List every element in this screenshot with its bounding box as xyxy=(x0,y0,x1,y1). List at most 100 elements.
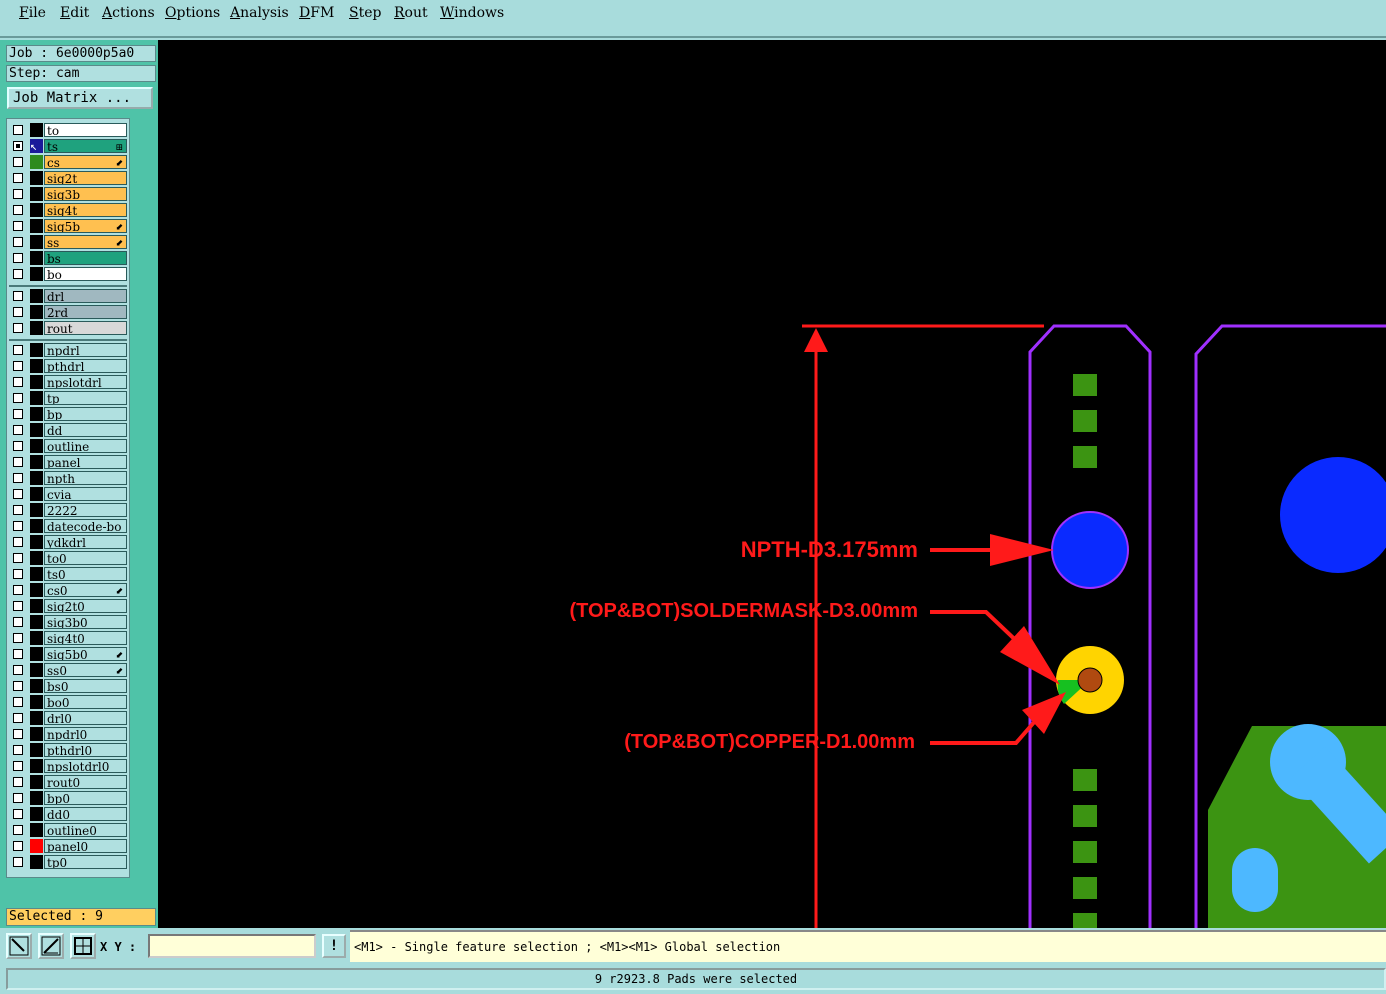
layer-color-swatch[interactable] xyxy=(30,251,43,265)
layer-checkbox[interactable] xyxy=(13,141,23,151)
layer-name[interactable]: drl0 xyxy=(44,711,127,725)
layer-row-npdrl[interactable]: npdrl xyxy=(10,343,130,357)
layer-color-swatch[interactable] xyxy=(30,455,43,469)
layer-row-ss[interactable]: ss⬋ xyxy=(10,235,130,249)
layer-color-swatch[interactable] xyxy=(30,343,43,357)
layer-color-swatch[interactable] xyxy=(30,631,43,645)
layer-row-sig3b[interactable]: sig3b xyxy=(10,187,130,201)
layer-row-rout[interactable]: rout xyxy=(10,321,130,335)
layer-checkbox[interactable] xyxy=(13,649,23,659)
layer-color-swatch[interactable] xyxy=(30,791,43,805)
menu-step[interactable]: Step xyxy=(349,5,382,21)
layer-checkbox[interactable] xyxy=(13,681,23,691)
work-layer-arrow-icon[interactable]: ↖ xyxy=(30,139,43,153)
layer-name[interactable]: dd xyxy=(44,423,127,437)
layer-name[interactable]: outline0 xyxy=(44,823,127,837)
layer-color-swatch[interactable] xyxy=(30,775,43,789)
layer-color-swatch[interactable] xyxy=(30,503,43,517)
layer-checkbox[interactable] xyxy=(13,809,23,819)
layer-checkbox[interactable] xyxy=(13,189,23,199)
layer-checkbox[interactable] xyxy=(13,777,23,787)
layer-name[interactable]: sig5b0⬋ xyxy=(44,647,127,661)
layer-row-bo0[interactable]: bo0 xyxy=(10,695,130,709)
layer-name[interactable]: ts⊞ xyxy=(44,139,127,153)
layer-row-sig3b0[interactable]: sig3b0 xyxy=(10,615,130,629)
layer-checkbox[interactable] xyxy=(13,269,23,279)
menu-file[interactable]: File xyxy=(19,5,46,21)
layer-checkbox[interactable] xyxy=(13,505,23,515)
layer-name[interactable]: sig3b0 xyxy=(44,615,127,629)
layer-row-bp0[interactable]: bp0 xyxy=(10,791,130,805)
layer-color-swatch[interactable] xyxy=(30,743,43,757)
grid-tool-button[interactable] xyxy=(70,933,96,959)
layer-name[interactable]: rout0 xyxy=(44,775,127,789)
layer-row-npslotdrl0[interactable]: npslotdrl0 xyxy=(10,759,130,773)
layer-color-swatch[interactable] xyxy=(30,711,43,725)
layer-color-swatch[interactable] xyxy=(30,235,43,249)
layer-row-outline[interactable]: outline xyxy=(10,439,130,453)
layer-color-swatch[interactable] xyxy=(30,471,43,485)
layer-row-dd[interactable]: dd xyxy=(10,423,130,437)
layer-checkbox[interactable] xyxy=(13,793,23,803)
layer-row-npdrl0[interactable]: npdrl0 xyxy=(10,727,130,741)
layer-color-swatch[interactable] xyxy=(30,759,43,773)
snap-tool-button[interactable] xyxy=(6,933,32,959)
layer-row-outline0[interactable]: outline0 xyxy=(10,823,130,837)
layer-checkbox[interactable] xyxy=(13,585,23,595)
layer-name[interactable]: rout xyxy=(44,321,127,335)
layer-row-bs[interactable]: bs xyxy=(10,251,130,265)
layer-name[interactable]: sig4t0 xyxy=(44,631,127,645)
layer-row-drl0[interactable]: drl0 xyxy=(10,711,130,725)
layer-color-swatch[interactable] xyxy=(30,289,43,303)
layer-name[interactable]: to xyxy=(44,123,127,137)
layer-checkbox[interactable] xyxy=(13,521,23,531)
layer-row-bs0[interactable]: bs0 xyxy=(10,679,130,693)
layer-name[interactable]: tp xyxy=(44,391,127,405)
layer-checkbox[interactable] xyxy=(13,745,23,755)
layer-name[interactable]: dd0 xyxy=(44,807,127,821)
layer-color-swatch[interactable] xyxy=(30,567,43,581)
layer-row-bo[interactable]: bo xyxy=(10,267,130,281)
layer-name[interactable]: ss⬋ xyxy=(44,235,127,249)
layer-color-swatch[interactable] xyxy=(30,583,43,597)
layer-checkbox[interactable] xyxy=(13,633,23,643)
layer-checkbox[interactable] xyxy=(13,291,23,301)
layer-checkbox[interactable] xyxy=(13,221,23,231)
menu-options[interactable]: Options xyxy=(165,5,221,21)
layer-color-swatch[interactable] xyxy=(30,535,43,549)
layer-checkbox[interactable] xyxy=(13,617,23,627)
layer-color-swatch[interactable] xyxy=(30,839,43,853)
layer-checkbox[interactable] xyxy=(13,205,23,215)
layer-checkbox[interactable] xyxy=(13,601,23,611)
layer-checkbox[interactable] xyxy=(13,441,23,451)
layer-color-swatch[interactable] xyxy=(30,727,43,741)
layer-row-drl[interactable]: drl xyxy=(10,289,130,303)
layer-row-npslotdrl[interactable]: npslotdrl xyxy=(10,375,130,389)
job-matrix-button[interactable]: Job Matrix ... xyxy=(7,87,153,109)
layer-row-ts[interactable]: ↖ts⊞ xyxy=(10,139,130,153)
layer-color-swatch[interactable] xyxy=(30,359,43,373)
layer-row-sig5b0[interactable]: sig5b0⬋ xyxy=(10,647,130,661)
layer-color-swatch[interactable] xyxy=(30,519,43,533)
layer-name[interactable]: npdrl xyxy=(44,343,127,357)
layer-color-swatch[interactable] xyxy=(30,203,43,217)
layer-checkbox[interactable] xyxy=(13,157,23,167)
layer-row-2222[interactable]: 2222 xyxy=(10,503,130,517)
layer-color-swatch[interactable] xyxy=(30,407,43,421)
layer-row-tp[interactable]: tp xyxy=(10,391,130,405)
layer-name[interactable]: bp xyxy=(44,407,127,421)
layer-row-dd0[interactable]: dd0 xyxy=(10,807,130,821)
menu-actions[interactable]: Actions xyxy=(102,5,155,21)
layer-row-cs0[interactable]: cs0⬋ xyxy=(10,583,130,597)
layer-name[interactable]: bp0 xyxy=(44,791,127,805)
layer-row-cs[interactable]: cs⬋ xyxy=(10,155,130,169)
layer-checkbox[interactable] xyxy=(13,841,23,851)
layer-name[interactable]: ss0⬋ xyxy=(44,663,127,677)
layer-name[interactable]: tp0 xyxy=(44,855,127,869)
layer-row-rout0[interactable]: rout0 xyxy=(10,775,130,789)
layer-checkbox[interactable] xyxy=(13,665,23,675)
xy-input[interactable] xyxy=(148,934,316,958)
layer-name[interactable]: cs0⬋ xyxy=(44,583,127,597)
layer-row-pthdrl0[interactable]: pthdrl0 xyxy=(10,743,130,757)
layer-name[interactable]: ts0 xyxy=(44,567,127,581)
